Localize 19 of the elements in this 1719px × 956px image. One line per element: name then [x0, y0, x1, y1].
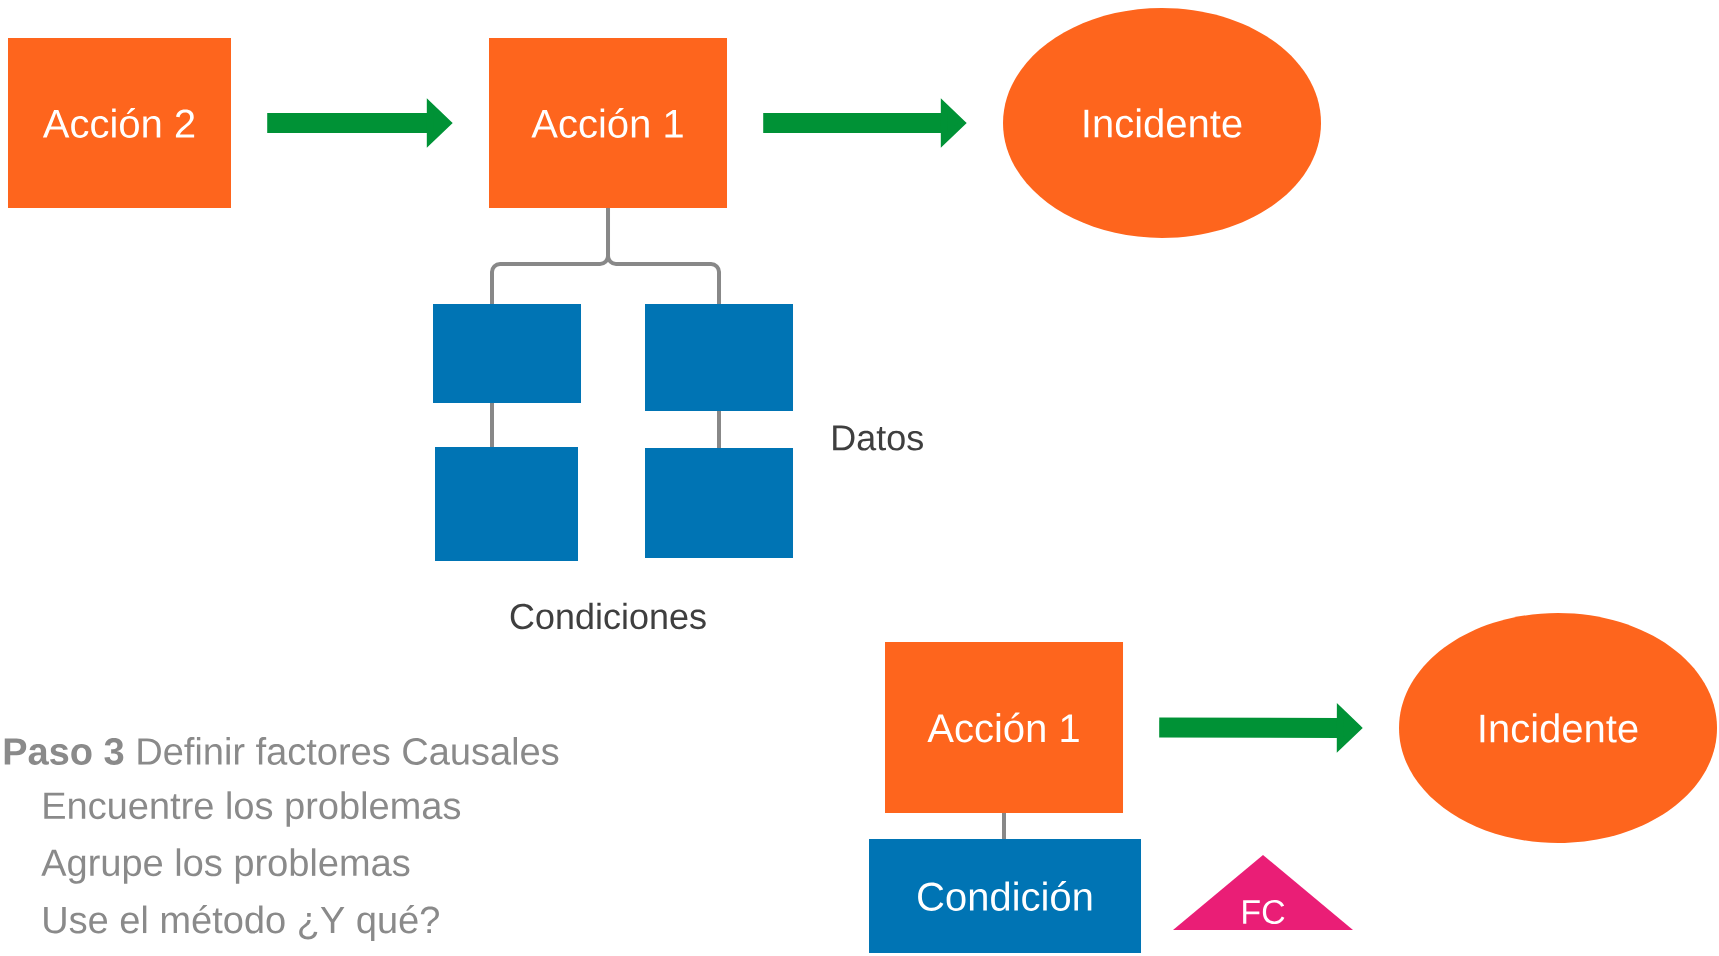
action-box: Acción 1 [489, 38, 727, 208]
action-box: Acción 2 [8, 38, 231, 208]
step-item: Encuentre los problemas [44, 791, 461, 827]
data-box [435, 447, 578, 561]
connector-line [606, 208, 721, 304]
datos-label: Datos [833, 425, 923, 451]
data-box [433, 304, 581, 403]
connector-line [490, 403, 494, 447]
step-heading: Paso 3 Definir factores Causales [4, 737, 559, 765]
step-item: Agrupe los problemas [41, 848, 410, 884]
data-box [645, 448, 793, 558]
conditions-label: Condiciones [510, 602, 706, 630]
connector-line [717, 411, 721, 448]
data-box [645, 304, 793, 411]
step-item: Use el método ¿Y qué? [44, 905, 439, 941]
connector-line [1002, 813, 1006, 839]
causal-factor-triangle: FC [1173, 855, 1353, 930]
action-box: Acción 1 [885, 642, 1123, 813]
condition-box: Condición [869, 839, 1141, 953]
